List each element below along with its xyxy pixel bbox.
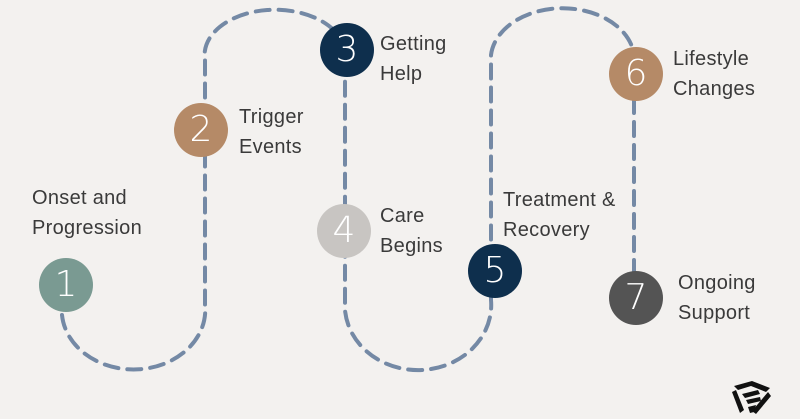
step-4-label-line2: Begins bbox=[380, 235, 443, 257]
step-5-label-line2: Recovery bbox=[503, 219, 590, 241]
step-4-label-line1: Care bbox=[380, 205, 425, 227]
step-1-label-line2: Progression bbox=[32, 217, 143, 239]
step-4-number: 4 bbox=[332, 210, 356, 251]
step-2-circle: 2 bbox=[174, 103, 228, 157]
step-3-number: 3 bbox=[335, 29, 359, 70]
step-2-label-line1: Trigger bbox=[239, 106, 304, 128]
step-5-circle: 5 bbox=[468, 244, 522, 298]
step-3-circle: 3 bbox=[320, 23, 374, 77]
step-1-number: 1 bbox=[54, 264, 78, 305]
step-6-label: Lifestyle Changes bbox=[673, 44, 755, 104]
step-5-label: Treatment & Recovery bbox=[503, 185, 616, 245]
step-3-label-line1: Getting bbox=[380, 33, 447, 55]
step-5-label-line1: Treatment & bbox=[503, 189, 616, 211]
step-6-number: 6 bbox=[624, 53, 648, 94]
step-2-label-line2: Events bbox=[239, 136, 302, 158]
step-7-number: 7 bbox=[624, 277, 648, 318]
step-1-label: Onset and Progression bbox=[32, 183, 142, 243]
step-6-label-line2: Changes bbox=[673, 78, 756, 100]
step-2-label: Trigger Events bbox=[239, 102, 304, 162]
step-7-circle: 7 bbox=[609, 271, 663, 325]
step-4-label: Care Begins bbox=[380, 201, 443, 261]
step-2-number: 2 bbox=[189, 109, 213, 150]
step-4-circle: 4 bbox=[317, 204, 371, 258]
step-6-circle: 6 bbox=[609, 47, 663, 101]
step-1-label-line1: Onset and bbox=[32, 187, 127, 209]
step-5-number: 5 bbox=[483, 250, 507, 291]
step-3-label-line2: Help bbox=[380, 63, 423, 85]
step-7-label-line2: Support bbox=[678, 302, 751, 324]
step-7-label: Ongoing Support bbox=[678, 268, 756, 328]
step-6-label-line1: Lifestyle bbox=[673, 48, 750, 70]
geometric-logo-icon bbox=[732, 381, 771, 414]
step-3-label: Getting Help bbox=[380, 29, 447, 89]
step-1-circle: 1 bbox=[39, 258, 93, 312]
step-7-label-line1: Ongoing bbox=[678, 272, 756, 294]
